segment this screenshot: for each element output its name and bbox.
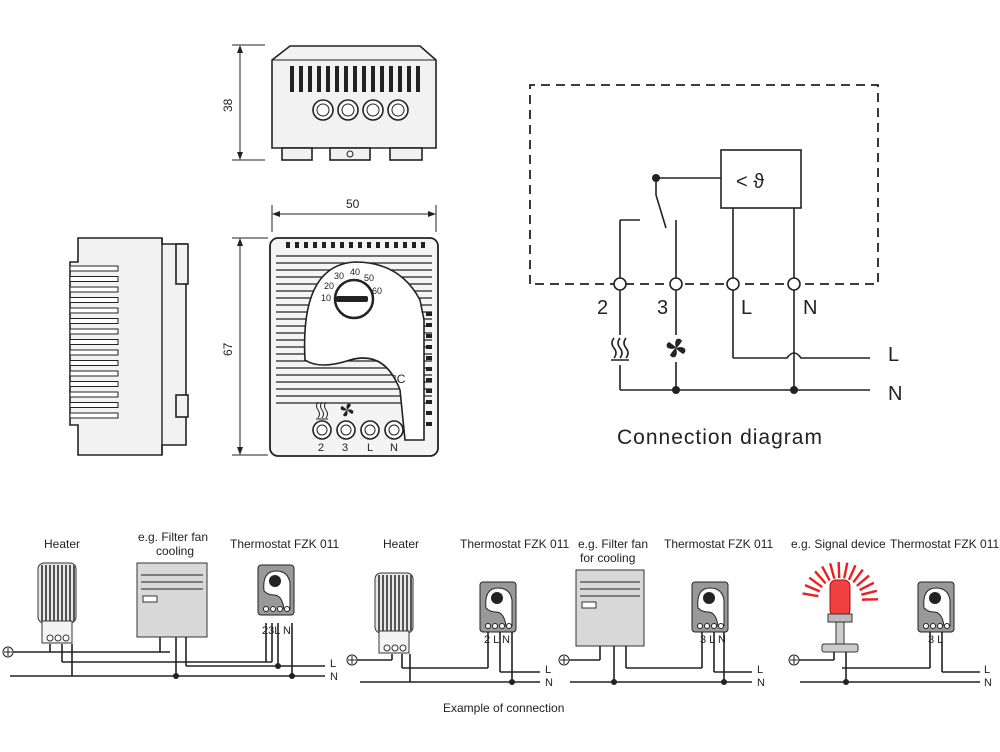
diagram-terminal-2: 2 — [597, 297, 608, 319]
example-3: e.g. Filter fan for cooling Thermostat F… — [558, 537, 773, 689]
example-2: Heater Thermostat FZK 011 2 L N L N — [346, 537, 569, 689]
scale-mark-10: 10 — [321, 293, 331, 303]
terminal-label-N: N — [390, 442, 398, 454]
side-fins — [69, 238, 163, 455]
terminal-label-3: 3 — [342, 442, 348, 454]
scale-mark-50: 50 — [364, 273, 374, 283]
ex4-signal-label: e.g. Signal device — [791, 537, 886, 551]
terminal-label-2: 2 — [318, 442, 324, 454]
ex1-fan-label-2: cooling — [156, 544, 194, 558]
dimension-38: 38 — [221, 98, 235, 112]
ex3-fan-label: e.g. Filter fan — [578, 537, 648, 551]
thermostat-icon — [691, 581, 729, 633]
ex2-L: L — [545, 664, 551, 676]
diagram-terminal-N: N — [803, 297, 817, 319]
ex2-terminals: 2 L N — [484, 634, 510, 646]
ex4-terminals: 3 L — [928, 634, 943, 646]
scale-mark-40: 40 — [350, 267, 360, 277]
connection-diagram-title: Connection diagram — [617, 426, 823, 449]
front-view-drawing: 50 67 10 20 30 40 50 60 °C — [221, 197, 439, 457]
sensor-symbol: < ϑ — [736, 171, 764, 193]
ex4-L: L — [984, 664, 990, 676]
ex1-L: L — [330, 658, 336, 670]
ex1-N: N — [330, 671, 338, 683]
dimension-50: 50 — [346, 197, 360, 211]
ex4-thermostat-label: Thermostat FZK 011 — [890, 537, 999, 551]
fan-icon — [666, 338, 686, 358]
ex1-fan-label: e.g. Filter fan — [138, 530, 208, 544]
side-view-drawing — [69, 237, 189, 456]
front-right-slots — [426, 312, 432, 426]
terminal-label-L: L — [367, 442, 373, 454]
ex2-heater-label: Heater — [383, 537, 419, 551]
connection-examples: Heater e.g. Filter fan cooling Thermosta… — [2, 530, 999, 715]
signal-lamp-icon — [802, 561, 879, 653]
thermostat-icon — [257, 564, 295, 616]
ex1-terminals: 23L N — [262, 625, 291, 637]
supply-L: L — [888, 344, 899, 366]
dial-pointer — [336, 296, 368, 302]
ex3-L: L — [757, 664, 763, 676]
ex2-thermostat-label: Thermostat FZK 011 — [460, 537, 569, 551]
connection-diagram: < ϑ 2 3 L N — [529, 84, 902, 449]
unit-celsius: °C — [392, 372, 406, 386]
fan-icon — [340, 403, 354, 417]
heater-icon — [374, 572, 414, 654]
dimension-67: 67 — [221, 342, 235, 356]
heater-icon — [611, 337, 629, 361]
ex3-fan-label-2: for cooling — [580, 551, 635, 565]
ex3-terminals: 3 L N — [700, 634, 726, 646]
ex2-N: N — [545, 677, 553, 689]
scale-mark-30: 30 — [334, 271, 344, 281]
front-terminal-holes — [312, 420, 404, 440]
scale-mark-60: 60 — [372, 286, 382, 296]
ex4-N: N — [984, 677, 992, 689]
examples-caption: Example of connection — [443, 701, 564, 715]
sensor-box — [720, 149, 802, 209]
top-terminal-holes — [312, 99, 409, 121]
scale-mark-20: 20 — [324, 281, 334, 291]
diagram-terminal-3: 3 — [657, 297, 668, 319]
top-vent-slots — [290, 66, 420, 92]
thermostat-icon — [917, 581, 955, 633]
example-1: Heater e.g. Filter fan cooling Thermosta… — [2, 530, 339, 683]
ex3-N: N — [757, 677, 765, 689]
ex1-thermostat-label: Thermostat FZK 011 — [230, 537, 339, 551]
heater-icon — [37, 562, 77, 644]
heater-icon — [316, 401, 328, 420]
ex1-heater-label: Heater — [44, 537, 80, 551]
diagram-terminal-L: L — [741, 297, 752, 319]
top-view-drawing: 38 — [221, 44, 437, 161]
ex3-thermostat-label: Thermostat FZK 011 — [664, 537, 773, 551]
example-4: e.g. Signal device Thermostat FZK 011 3 … — [788, 537, 999, 689]
front-top-slots — [286, 242, 425, 248]
supply-N: N — [888, 383, 902, 405]
thermostat-icon — [479, 581, 517, 633]
